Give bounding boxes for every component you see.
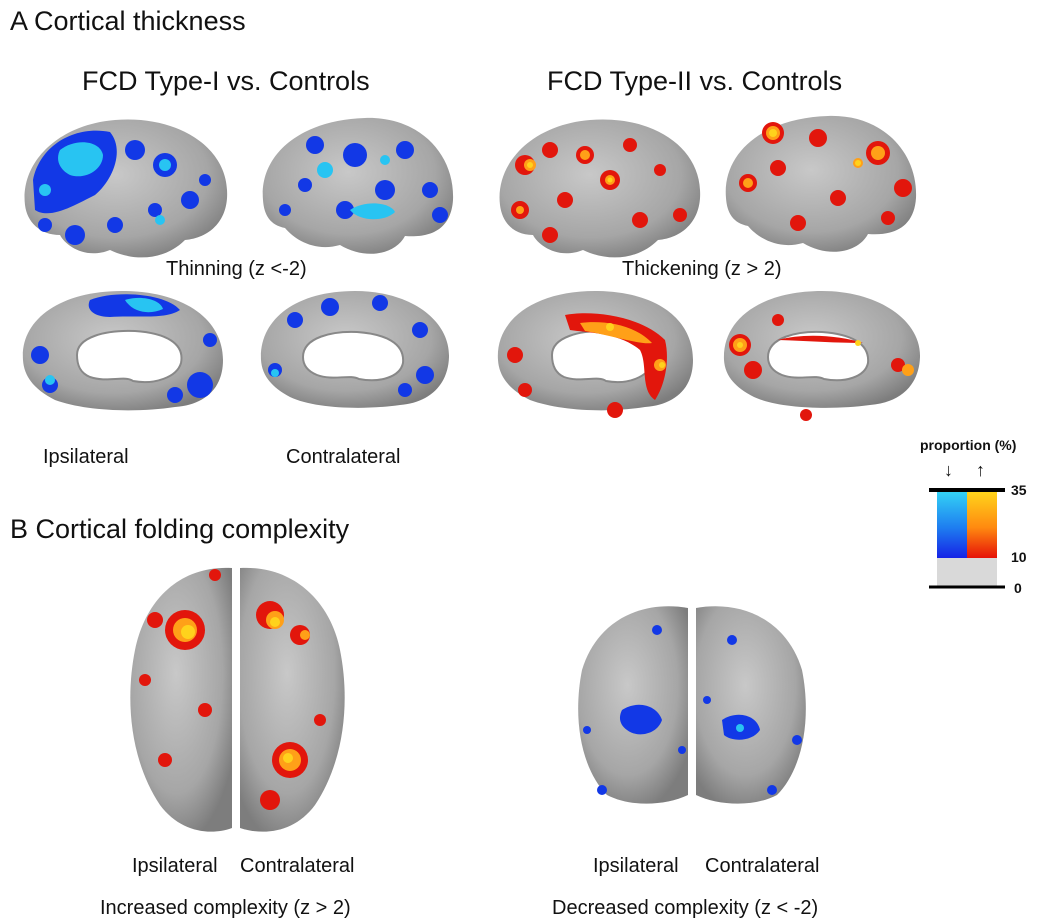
scale-up-arrow: ↑	[976, 460, 985, 480]
label-contralateral-b-right: Contralateral	[705, 855, 820, 877]
scale-down-arrow: ↓	[944, 460, 953, 480]
panel-a-title: A Cortical thickness	[10, 6, 246, 36]
brain-type1-lateral-contralateral	[262, 117, 454, 254]
panel-b-title: B Cortical folding complexity	[10, 514, 350, 544]
label-ipsilateral-b-left: Ipsilateral	[132, 855, 218, 877]
caption-decreased-complexity: Decreased complexity (z < -2)	[552, 897, 819, 919]
brain-folding-increased-superior	[130, 566, 345, 832]
caption-thickening: Thickening (z > 2)	[622, 258, 782, 280]
label-ipsilateral-a: Ipsilateral	[43, 446, 129, 468]
brain-type1-medial-ipsilateral	[22, 290, 223, 411]
scale-thinning-bar	[937, 490, 967, 558]
brain-type2-lateral-contralateral	[725, 115, 917, 252]
brain-type2-lateral-ipsilateral	[499, 119, 701, 258]
label-contralateral-b-left: Contralateral	[240, 855, 355, 877]
group-title-type2: FCD Type-II vs. Controls	[547, 66, 843, 96]
scale-thickening-bar	[967, 490, 997, 558]
brain-type1-lateral-ipsilateral	[24, 119, 228, 258]
brain-folding-decreased-anterior	[578, 604, 806, 804]
scale-title: proportion (%)	[920, 437, 1017, 453]
brain-type2-medial-contralateral	[723, 291, 921, 421]
caption-thinning: Thinning (z <-2)	[166, 258, 307, 280]
scale-tick-10: 10	[1011, 549, 1027, 565]
proportion-color-scale	[929, 488, 1005, 589]
scale-tick-35: 35	[1011, 482, 1027, 498]
scale-tick-0: 0	[1014, 580, 1022, 596]
group-title-type1: FCD Type-I vs. Controls	[82, 66, 370, 96]
scale-neutral-bar	[937, 558, 997, 586]
brain-type1-medial-contralateral	[260, 291, 450, 408]
brain-type2-medial-ipsilateral	[497, 290, 693, 418]
label-ipsilateral-b-right: Ipsilateral	[593, 855, 679, 877]
label-contralateral-a: Contralateral	[286, 446, 401, 468]
caption-increased-complexity: Increased complexity (z > 2)	[100, 897, 351, 919]
